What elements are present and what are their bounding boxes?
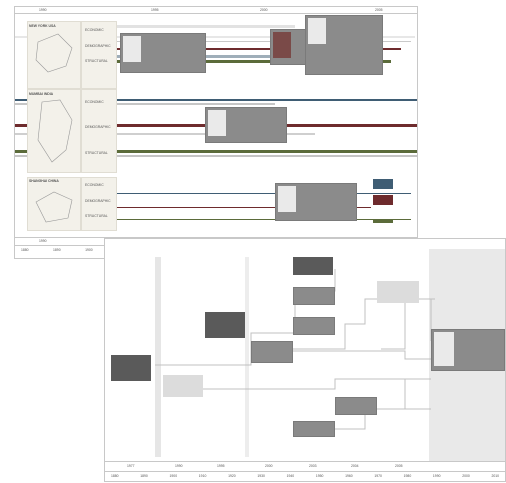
row-label-economic: ECONOMIC: [85, 28, 104, 32]
axis-major-label: 2003: [309, 464, 317, 468]
event-node[interactable]: [251, 341, 293, 363]
event-node-faded[interactable]: [163, 375, 203, 397]
top-timeline-panel: 1990 1995 2000 2005 NEW YORK USA ECONOMI…: [14, 6, 418, 259]
event-node[interactable]: [293, 287, 335, 305]
city-row-labels: [81, 177, 117, 231]
event-node-dark[interactable]: [111, 355, 151, 381]
event-node-faded[interactable]: [377, 281, 419, 303]
event-thumbnail-icon: [434, 332, 454, 366]
decade-marker: 1990: [39, 8, 47, 12]
city-map-mumbai[interactable]: [27, 89, 81, 173]
event-node-dark[interactable]: [205, 312, 245, 338]
map-icon: [35, 191, 73, 223]
event-card[interactable]: [305, 15, 383, 75]
decade-marker: 2000: [260, 8, 268, 12]
city-name: SHANGHAI CHINA: [29, 179, 59, 183]
axis-major-label: 1977: [127, 464, 135, 468]
row-label-economic: ECONOMIC: [85, 183, 104, 187]
legend-swatch-structural: [373, 219, 393, 223]
axis-major-label: 2005: [395, 464, 403, 468]
row-label-structural: STRUCTURAL: [85, 214, 108, 218]
city-map-new-york[interactable]: [27, 21, 81, 89]
decade-marker: 1995: [151, 8, 159, 12]
event-card[interactable]: [120, 33, 206, 73]
axis-major-label: 1995: [217, 464, 225, 468]
city-row-labels: [81, 21, 117, 89]
event-thumbnail-icon: [123, 36, 141, 62]
axis-major-label: 1990: [175, 464, 183, 468]
axis-major-label: 1990: [39, 239, 47, 243]
event-node[interactable]: [335, 397, 377, 415]
map-icon: [35, 33, 73, 73]
event-thumbnail-icon: [308, 18, 326, 44]
event-node-dark[interactable]: [293, 257, 333, 275]
event-thumbnail-icon: [278, 186, 296, 212]
city-row-labels: [81, 89, 117, 173]
detail-card[interactable]: [431, 329, 505, 371]
row-label-structural: STRUCTURAL: [85, 151, 108, 155]
event-card[interactable]: [275, 183, 357, 221]
row-label-demographic: DEMOGRAPHIC: [85, 44, 111, 48]
row-label-structural: STRUCTURAL: [85, 59, 108, 63]
row-label-demographic: DEMOGRAPHIC: [85, 125, 111, 129]
event-thumbnail-icon: [208, 110, 226, 136]
city-name: MUMBAI INDIA: [29, 92, 54, 96]
legend-swatch-economic: [373, 179, 393, 189]
axis-major-label: 2000: [265, 464, 273, 468]
axis-minor-labels: 1880 1890 1900 1910 1920 1930 1940 1950 …: [111, 474, 499, 478]
event-card[interactable]: [205, 107, 287, 143]
event-node[interactable]: [293, 421, 335, 437]
event-node[interactable]: [293, 317, 335, 335]
row-label-demographic: DEMOGRAPHIC: [85, 199, 111, 203]
city-map-shanghai[interactable]: [27, 177, 81, 231]
axis-major-label: 2004: [351, 464, 359, 468]
legend-swatch-demographic: [373, 195, 393, 205]
bottom-network-panel: 1977 1990 1995 2000 2003 2004 2005 1880 …: [104, 238, 506, 482]
row-label-economic: ECONOMIC: [85, 100, 104, 104]
city-name: NEW YORK USA: [29, 24, 56, 28]
event-thumbnail-icon: [273, 32, 291, 58]
map-icon: [37, 99, 73, 163]
decade-marker: 2005: [375, 8, 383, 12]
